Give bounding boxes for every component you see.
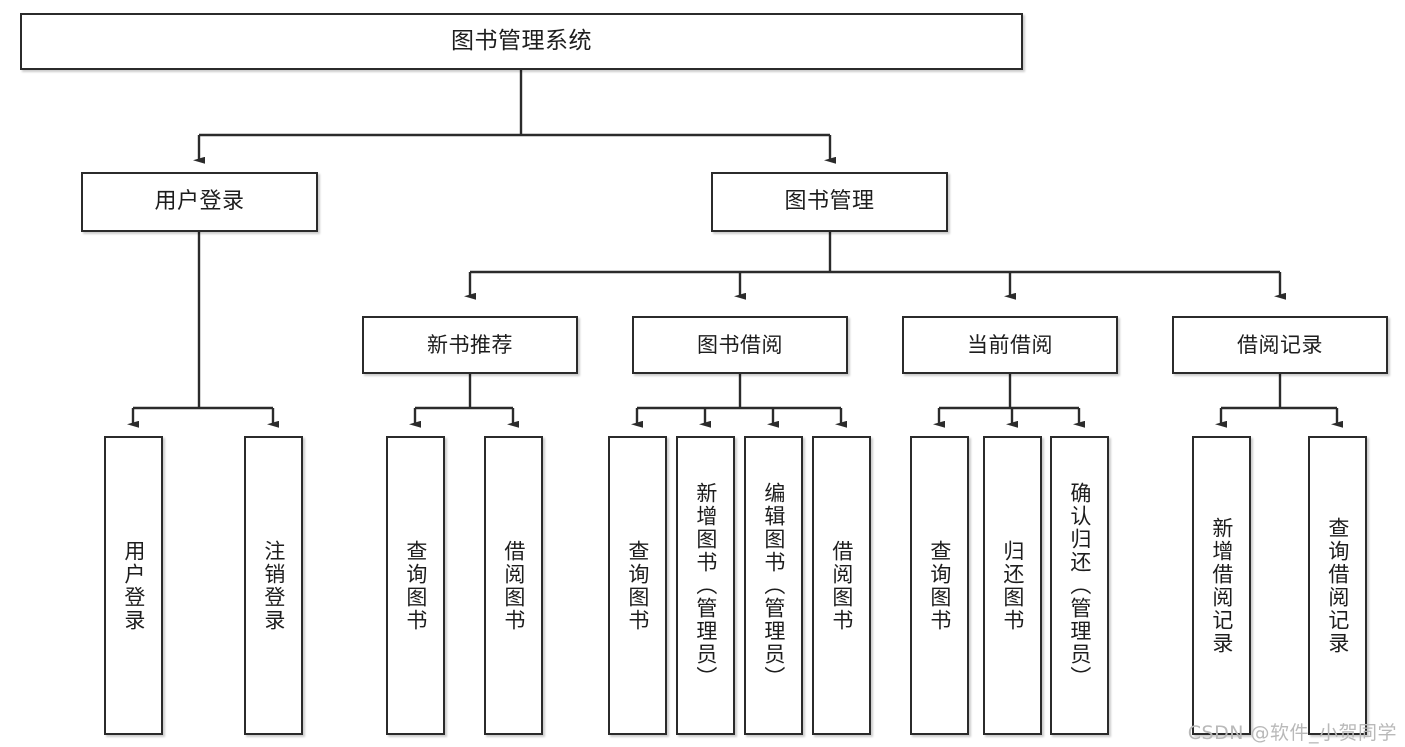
leaf-query-book-cur-label: 查询图书 — [927, 539, 952, 632]
node-root-label: 图书管理系统 — [451, 28, 592, 55]
leaf-edit-book-label: 编辑图书（管理员） — [761, 482, 786, 689]
leaf-query-book-rec[interactable]: 查询图书 — [386, 436, 445, 735]
leaf-borrow-book-rec[interactable]: 借阅图书 — [484, 436, 543, 735]
node-user-login[interactable]: 用户登录 — [81, 172, 318, 232]
leaf-edit-book[interactable]: 编辑图书（管理员） — [744, 436, 803, 735]
leaf-logout-label: 注销登录 — [261, 539, 286, 632]
node-new-book-rec[interactable]: 新书推荐 — [362, 316, 578, 374]
leaf-query-record-label: 查询借阅记录 — [1325, 516, 1350, 655]
node-current-borrow[interactable]: 当前借阅 — [902, 316, 1118, 374]
node-book-manage-label: 图书管理 — [784, 189, 875, 215]
node-borrow-record-label: 借阅记录 — [1237, 332, 1323, 357]
node-book-manage[interactable]: 图书管理 — [711, 172, 948, 232]
leaf-add-record-label: 新增借阅记录 — [1209, 516, 1234, 655]
leaf-confirm-return[interactable]: 确认归还（管理员） — [1050, 436, 1109, 735]
leaf-return-book-label: 归还图书 — [1000, 539, 1025, 632]
watermark: CSDN @软件_小贺同学 — [1187, 722, 1397, 744]
node-root[interactable]: 图书管理系统 — [20, 13, 1023, 70]
leaf-add-book[interactable]: 新增图书（管理员） — [676, 436, 735, 735]
leaf-confirm-return-label: 确认归还（管理员） — [1067, 482, 1092, 689]
leaf-query-book-label: 查询图书 — [625, 539, 650, 632]
leaf-query-book-rec-label: 查询图书 — [403, 539, 428, 632]
leaf-user-login[interactable]: 用户登录 — [104, 436, 163, 735]
leaf-return-book[interactable]: 归还图书 — [983, 436, 1042, 735]
leaf-add-record[interactable]: 新增借阅记录 — [1192, 436, 1251, 735]
node-book-borrow-label: 图书借阅 — [697, 332, 783, 357]
node-new-book-rec-label: 新书推荐 — [427, 332, 513, 357]
leaf-user-login-label: 用户登录 — [121, 539, 146, 632]
node-user-login-label: 用户登录 — [154, 189, 245, 215]
leaf-query-record[interactable]: 查询借阅记录 — [1308, 436, 1367, 735]
node-borrow-record[interactable]: 借阅记录 — [1172, 316, 1388, 374]
leaf-query-book-cur[interactable]: 查询图书 — [910, 436, 969, 735]
node-book-borrow[interactable]: 图书借阅 — [632, 316, 848, 374]
node-current-borrow-label: 当前借阅 — [967, 332, 1053, 357]
leaf-logout[interactable]: 注销登录 — [244, 436, 303, 735]
leaf-borrow-book-rec-label: 借阅图书 — [501, 539, 526, 632]
leaf-borrow-book-label: 借阅图书 — [829, 539, 854, 632]
leaf-query-book[interactable]: 查询图书 — [608, 436, 667, 735]
leaf-borrow-book[interactable]: 借阅图书 — [812, 436, 871, 735]
leaf-add-book-label: 新增图书（管理员） — [693, 482, 718, 689]
